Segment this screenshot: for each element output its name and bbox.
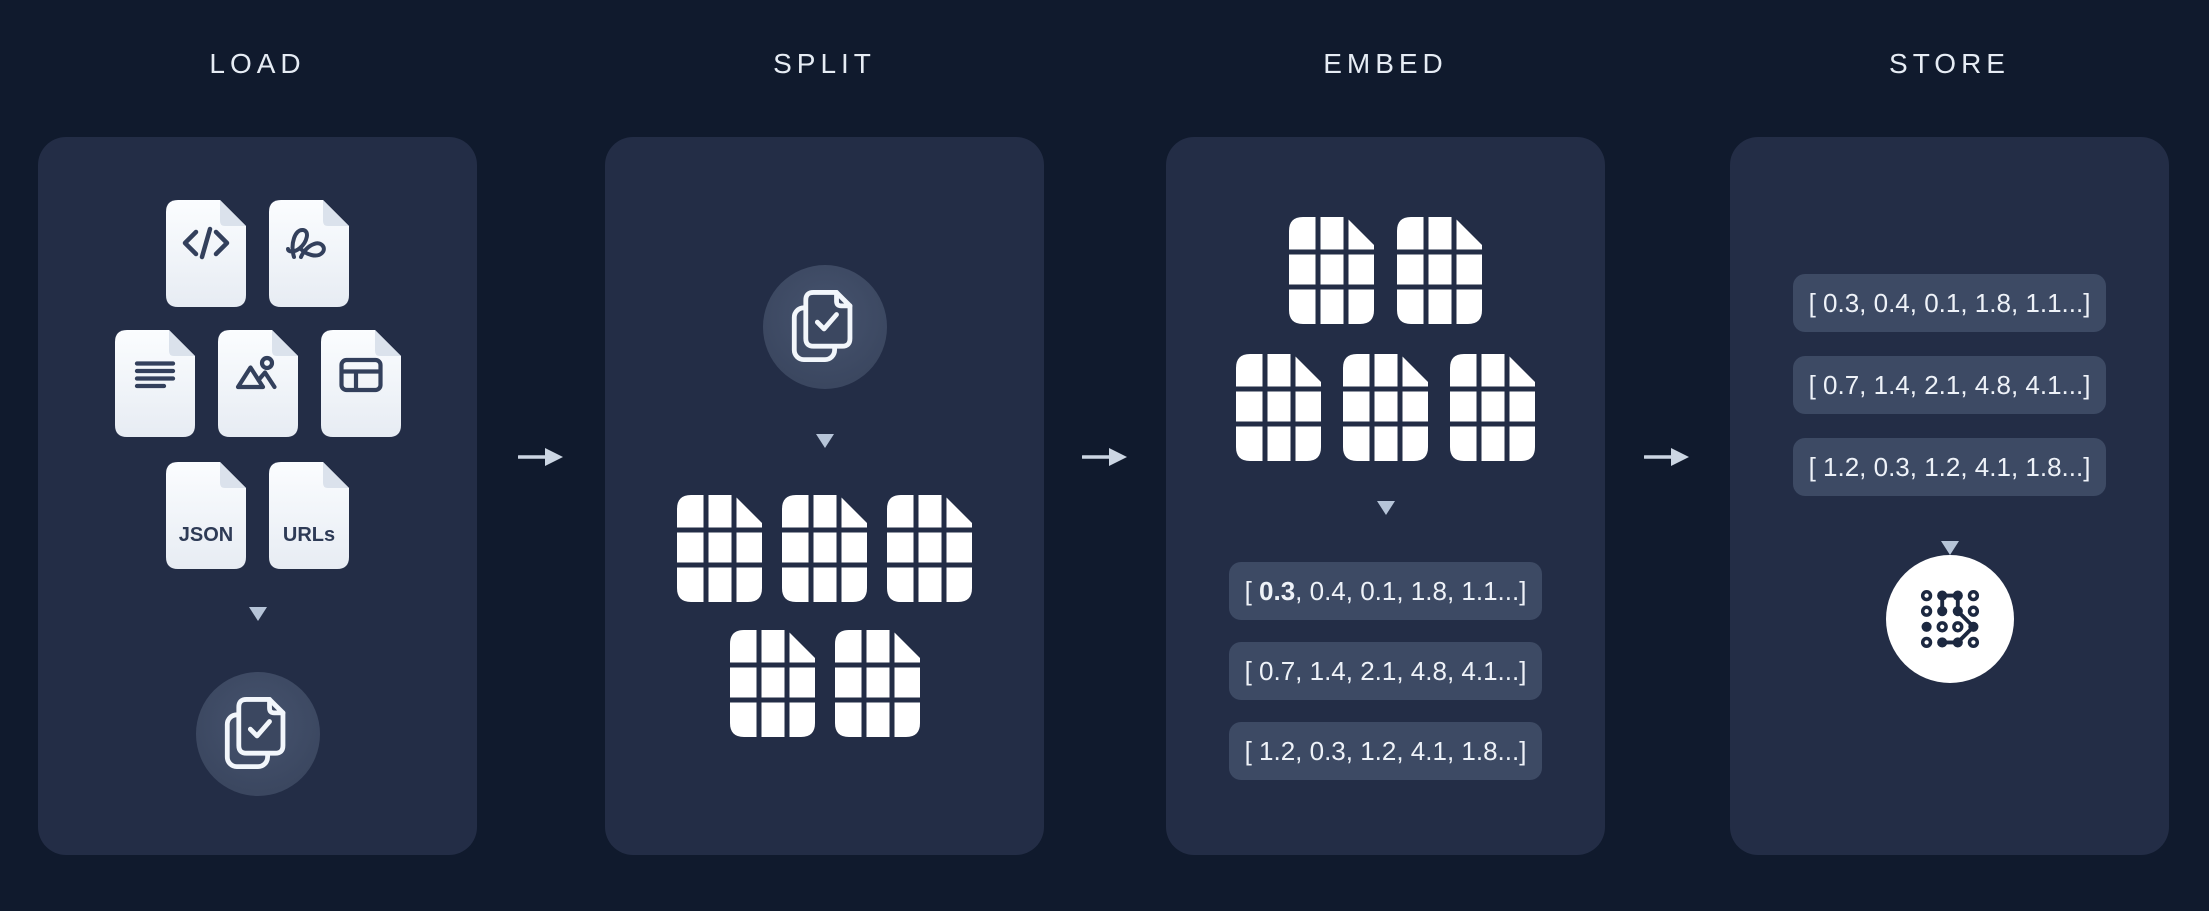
arrow-right-icon xyxy=(1644,448,1689,466)
load-file-row-2 xyxy=(114,330,401,437)
chunk-grid-icon xyxy=(1343,354,1428,461)
chunk-grid-icon xyxy=(1450,354,1535,461)
stage-title-embed: EMBED xyxy=(1323,48,1448,79)
vector-pill: [ 1.2, 0.3, 1.2, 4.1, 1.8...] xyxy=(1793,438,2106,496)
vector-text: , 0.3, 1.2, 4.1, 1.8...] xyxy=(1295,735,1527,766)
vector-text: 0.3 xyxy=(1823,287,1860,318)
embed-chunk-row-1 xyxy=(1289,217,1482,324)
triangle-down-icon xyxy=(248,607,267,621)
vector-text: [ xyxy=(1808,369,1824,400)
chunk-grid-icon xyxy=(887,495,972,602)
arrow-right-icon xyxy=(1082,448,1127,466)
triangle-down-icon xyxy=(1940,541,1959,555)
chunk-grid-icon xyxy=(677,495,762,602)
triangle-down-icon xyxy=(1376,501,1395,515)
code-file-icon xyxy=(166,200,246,307)
vector-pill: [ 0.3, 0.4, 0.1, 1.8, 1.1...] xyxy=(1229,562,1542,620)
vector-text: , 1.4, 2.1, 4.8, 4.1...] xyxy=(1859,369,2091,400)
json-file-label: JSON xyxy=(179,524,233,546)
documents-check-icon xyxy=(210,686,306,782)
vector-text: , 1.4, 2.1, 4.8, 4.1...] xyxy=(1295,655,1527,686)
load-file-row-3: JSON URLs xyxy=(166,462,349,569)
load-file-row-1 xyxy=(166,200,349,307)
vector-text: [ xyxy=(1808,287,1824,318)
stage-panel-embed: [ 0.3, 0.4, 0.1, 1.8, 1.1...] [ 0.7, 1.4… xyxy=(1166,137,1605,855)
chunk-grid-icon xyxy=(1289,217,1374,324)
chunk-grid-icon xyxy=(1236,354,1321,461)
vector-pill: [ 1.2, 0.3, 1.2, 4.1, 1.8...] xyxy=(1229,722,1542,780)
vector-text: 1.2 xyxy=(1259,735,1296,766)
vector-pill: [ 0.3, 0.4, 0.1, 1.8, 1.1...] xyxy=(1793,274,2106,332)
json-file-icon: JSON xyxy=(166,462,246,569)
vector-text: 0.7 xyxy=(1259,655,1296,686)
vector-pill: [ 0.7, 1.4, 2.1, 4.8, 4.1...] xyxy=(1229,642,1542,700)
stage-title-store: STORE xyxy=(1889,48,2010,79)
vector-text: [ xyxy=(1244,575,1260,606)
urls-file-label: URLs xyxy=(283,524,335,546)
vector-text: , 0.3, 1.2, 4.1, 1.8...] xyxy=(1859,451,2091,482)
vector-text: [ xyxy=(1244,655,1260,686)
documents-badge xyxy=(762,265,887,389)
vector-text: [ xyxy=(1244,735,1260,766)
chunk-grid-icon xyxy=(782,495,867,602)
stage-panel-store: [ 0.3, 0.4, 0.1, 1.8, 1.1...] [ 0.7, 1.4… xyxy=(1730,137,2169,855)
vector-pill: [ 0.7, 1.4, 2.1, 4.8, 4.1...] xyxy=(1793,356,2106,414)
vector-db-icon xyxy=(1919,588,1980,650)
split-chunk-row-2 xyxy=(729,630,920,737)
vector-text: , 0.4, 0.1, 1.8, 1.1...] xyxy=(1859,287,2091,318)
triangle-down-icon xyxy=(815,434,834,448)
vector-text: 0.7 xyxy=(1823,369,1860,400)
chunk-grid-icon xyxy=(729,630,815,737)
vector-database-badge xyxy=(1885,555,2014,683)
image-file-icon xyxy=(217,330,298,437)
vector-text-bold: 0.3 xyxy=(1259,575,1296,606)
arrow-right-icon xyxy=(518,448,563,466)
pdf-file-icon xyxy=(269,200,349,307)
stage-title-load: LOAD xyxy=(209,48,306,79)
chunk-grid-icon xyxy=(834,630,920,737)
stage-panel-load: JSON URLs xyxy=(38,137,477,855)
loaded-documents-badge xyxy=(195,672,320,796)
vector-text: , 0.4, 0.1, 1.8, 1.1...] xyxy=(1295,575,1527,606)
urls-file-icon: URLs xyxy=(269,462,349,569)
vector-text: 1.2 xyxy=(1823,451,1860,482)
stage-title-split: SPLIT xyxy=(773,48,876,79)
documents-check-icon xyxy=(777,279,873,375)
chunk-grid-icon xyxy=(1397,217,1482,324)
stage-panel-split xyxy=(605,137,1044,855)
embed-chunk-row-2 xyxy=(1236,354,1535,461)
table-file-icon xyxy=(320,330,401,437)
split-chunk-row-1 xyxy=(677,495,972,602)
vector-text: [ xyxy=(1808,451,1824,482)
text-file-icon xyxy=(114,330,195,437)
